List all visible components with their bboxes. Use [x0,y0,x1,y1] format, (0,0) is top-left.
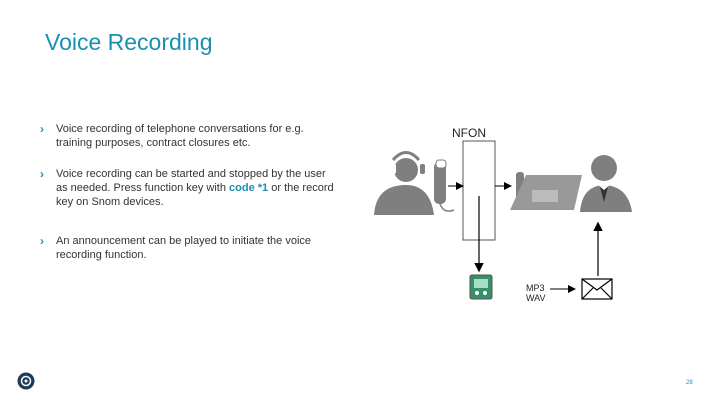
bullet-text: An announcement can be played to initiat… [56,235,312,261]
chevron-right-icon: › [40,234,44,248]
person-suit-icon [580,155,632,212]
code-highlight: code *1 [229,182,269,194]
recording-diagram [374,140,632,300]
envelope-icon [581,278,613,300]
bullet-item: › Voice recording of telephone conversat… [40,122,340,150]
chevron-right-icon: › [40,122,44,136]
bullet-item: › Voice recording can be started and sto… [40,167,340,209]
handset-icon [434,159,455,212]
format-wav: WAV [526,293,546,303]
file-format-labels: MP3 WAV [526,283,546,303]
desk-phone-icon [510,172,582,210]
bullet-item: › An announcement can be played to initi… [40,234,340,262]
storage-device-icon [469,274,493,300]
page-number: 28 [686,380,693,386]
slide-title: Voice Recording [45,29,213,55]
bullet-text: Voice recording of telephone conversatio… [56,123,304,149]
bullet-text: Voice recording can be started and stopp… [56,168,326,194]
person-headset-icon [374,151,434,215]
chevron-right-icon: › [40,167,44,181]
format-mp3: MP3 [526,283,545,293]
nfon-label: NFON [452,126,486,140]
bullet-list: › Voice recording of telephone conversat… [40,122,340,280]
bullet-text: or the record key on Snom devices. [56,182,334,208]
nfon-logo-icon [17,372,35,390]
